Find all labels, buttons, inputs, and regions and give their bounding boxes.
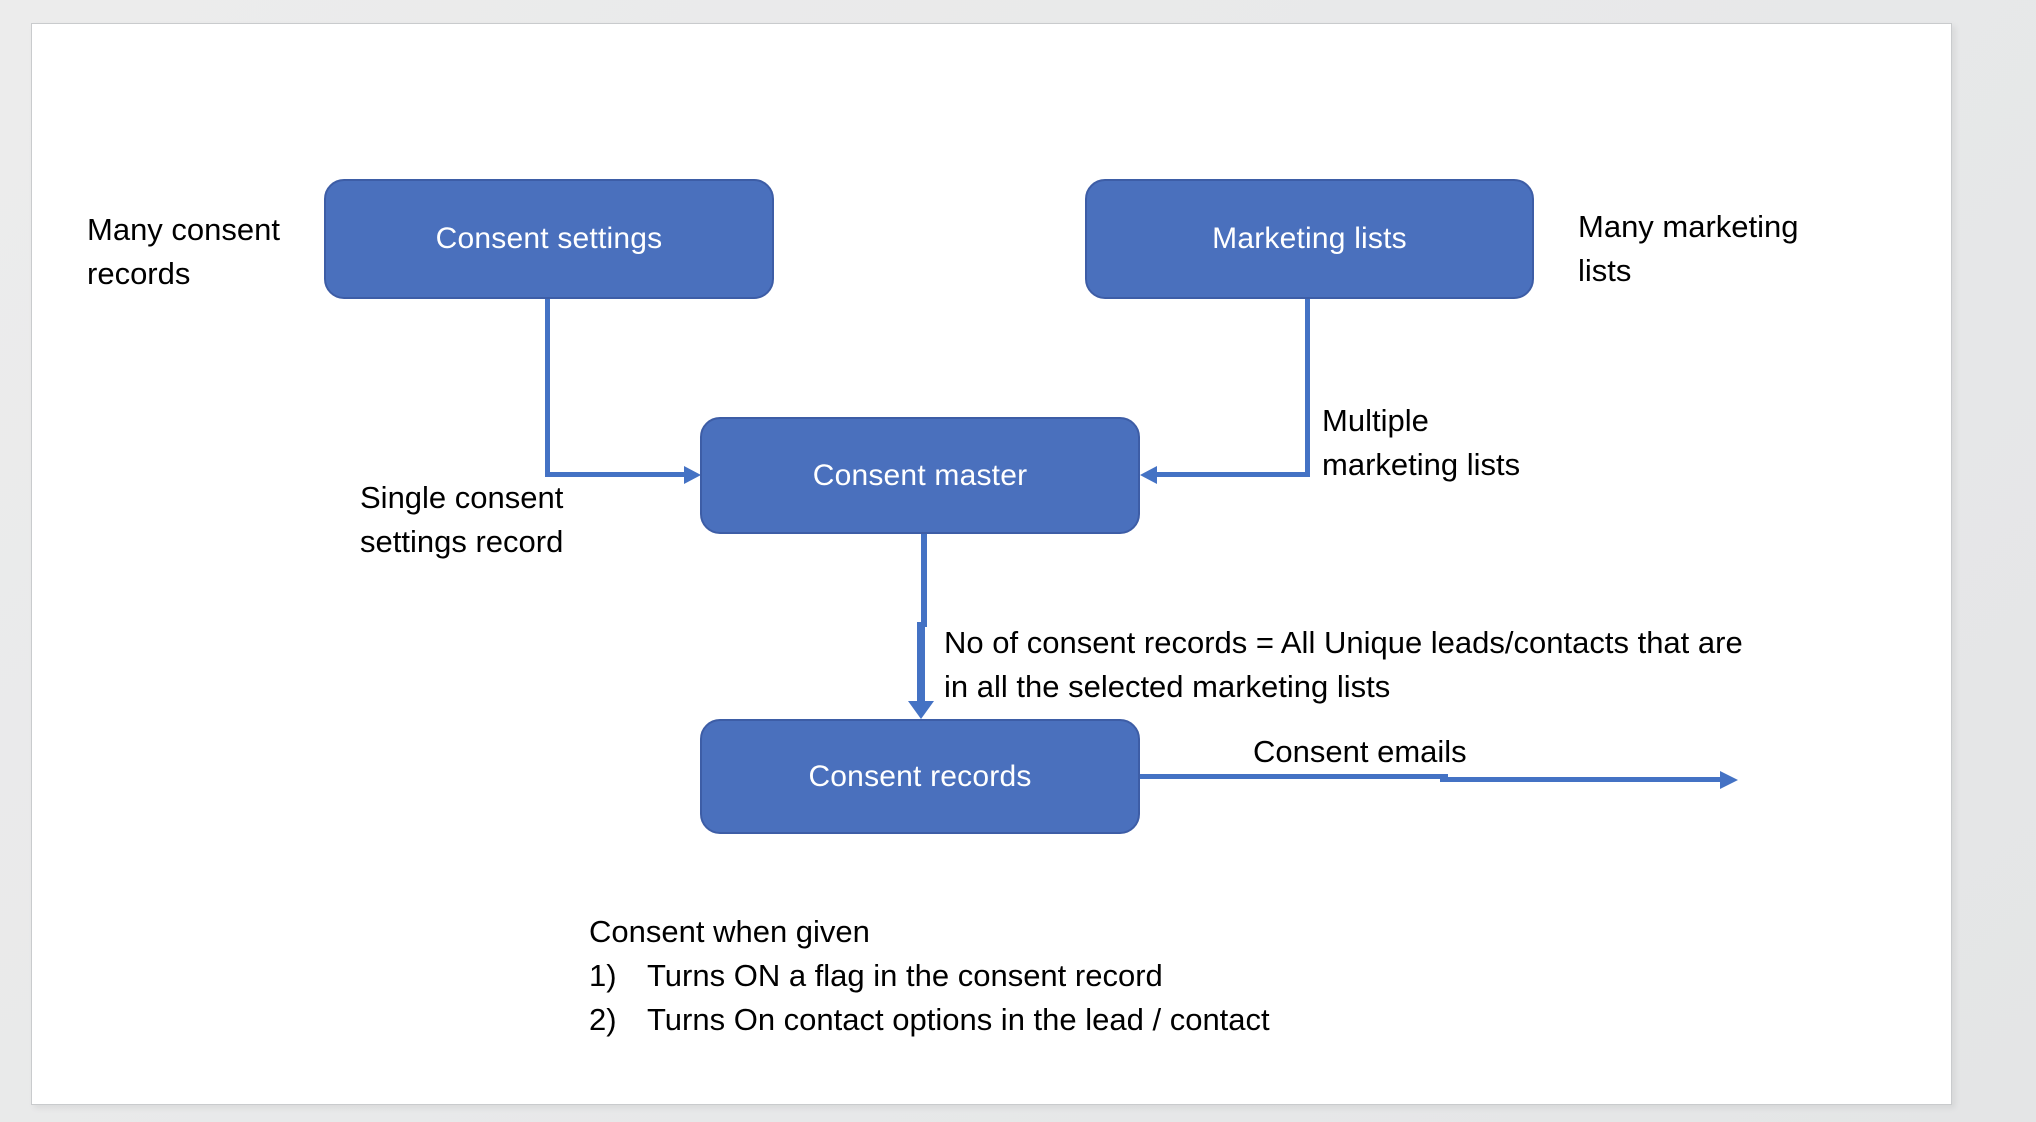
node-consent-master-label: Consent master xyxy=(812,458,1028,492)
annotation-line: lists xyxy=(1578,253,1632,288)
notes-item-2-number: 2) xyxy=(589,1002,617,1037)
node-marketing-lists: Marketing lists xyxy=(1085,179,1534,299)
connector-records-to-emails-right xyxy=(1440,777,1722,782)
notes-item-2-text: Turns On contact options in the lead / c… xyxy=(647,1002,1270,1037)
annotation-line: Consent emails xyxy=(1253,734,1467,769)
annotation-line: Single consent xyxy=(360,480,564,515)
node-consent-records: Consent records xyxy=(700,719,1140,834)
connector-lists-to-master-vertical xyxy=(1305,297,1310,477)
arrowhead-left-icon xyxy=(1140,466,1157,484)
notes-item-1-text: Turns ON a flag in the consent record xyxy=(647,958,1163,993)
node-consent-master: Consent master xyxy=(700,417,1140,534)
annotation-line: in all the selected marketing lists xyxy=(944,669,1391,704)
node-consent-settings-label: Consent settings xyxy=(435,222,663,255)
annotation-consent-emails: Consent emails xyxy=(1253,730,1467,774)
annotation-line: Multiple xyxy=(1322,403,1429,438)
annotation-many-consent-records: Many consent records xyxy=(87,208,280,296)
annotation-line: settings record xyxy=(360,524,564,559)
connector-settings-to-master-horizontal xyxy=(545,472,686,477)
connector-records-to-emails-left xyxy=(1138,774,1448,779)
annotation-many-marketing-lists: Many marketing lists xyxy=(1578,205,1799,293)
annotation-line: records xyxy=(87,256,191,291)
arrowhead-right-icon xyxy=(1720,771,1738,789)
connector-settings-to-master-vertical xyxy=(545,297,550,477)
connector-lists-to-master-horizontal xyxy=(1156,472,1310,477)
annotation-line: No of consent records = All Unique leads… xyxy=(944,625,1743,660)
notes-block: Consent when given 1) Turns ON a flag in … xyxy=(589,910,1270,1042)
node-consent-records-label: Consent records xyxy=(808,759,1032,793)
slide-page: Consent settings Marketing lists Consent… xyxy=(31,23,1952,1105)
annotation-no-of-consent-records: No of consent records = All Unique leads… xyxy=(944,621,1743,709)
annotation-line: marketing lists xyxy=(1322,447,1521,482)
node-consent-settings: Consent settings xyxy=(324,179,774,299)
notes-item-1-number: 1) xyxy=(589,958,617,993)
node-marketing-lists-label: Marketing lists xyxy=(1212,222,1407,255)
annotation-single-consent-settings-record: Single consent settings record xyxy=(360,476,563,564)
arrowhead-right-icon xyxy=(684,466,701,484)
annotation-line: Many marketing xyxy=(1578,209,1799,244)
notes-title: Consent when given xyxy=(589,914,870,949)
arrowhead-down-icon xyxy=(908,701,934,719)
connector-master-to-records-lower xyxy=(917,622,925,702)
connector-master-to-records-upper xyxy=(921,532,927,627)
annotation-multiple-marketing-lists: Multiple marketing lists xyxy=(1322,399,1520,487)
notes-item-2: 2) Turns On contact options in the lead /… xyxy=(589,998,1270,1042)
notes-item-1: 1) Turns ON a flag in the consent record xyxy=(589,954,1270,998)
annotation-line: Many consent xyxy=(87,212,280,247)
